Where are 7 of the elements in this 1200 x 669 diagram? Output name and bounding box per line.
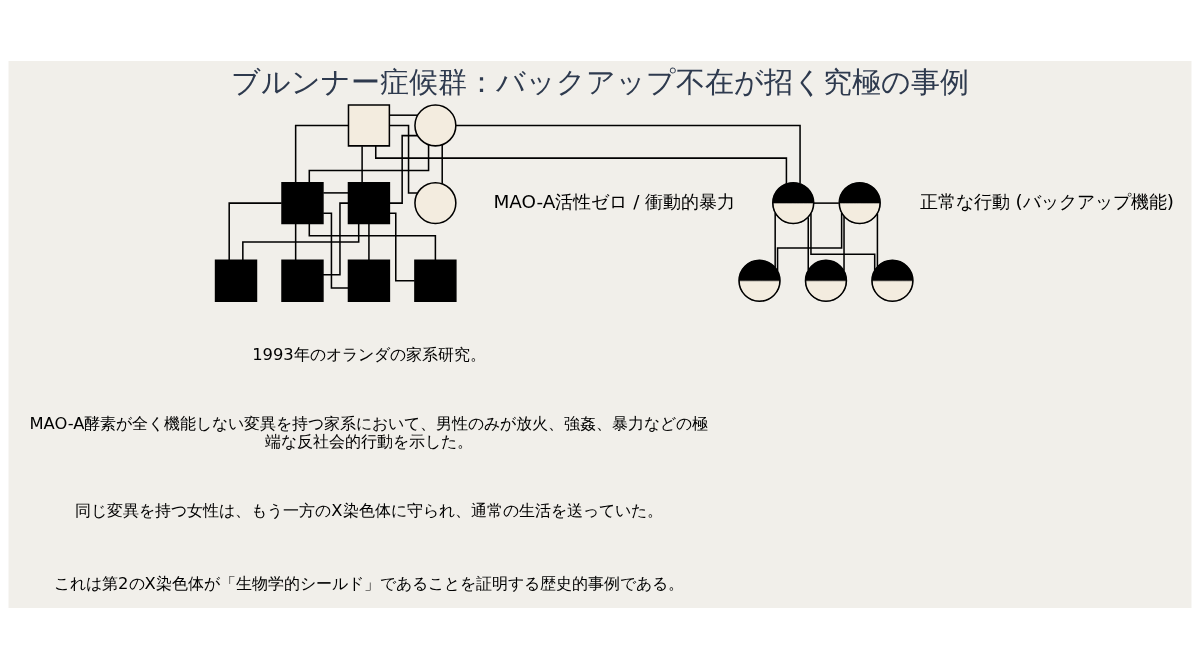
label: MAO-A活性ゼロ / 衝動的暴力 bbox=[493, 190, 736, 212]
diagram-title: ブルンナー症候群：バックアップ不在が招く究極の事例 bbox=[231, 65, 969, 100]
label: 1993年のオランダの家系研究。 bbox=[252, 345, 486, 365]
label: これは第2のX染色体が「生物学的シールド」であることを証明する歴史的事例である。 bbox=[54, 574, 684, 594]
label: MAO-A酵素が全く機能しない変異を持つ家系において、男性のみが放火、強姦、暴力などの極端な反社会的行動を示した。 bbox=[29, 413, 709, 452]
label: 同じ変異を持つ女性は、もう一方のX染色体に守られ、通常の生活を送っていた。 bbox=[75, 500, 663, 520]
label: 正常な行動 (バックアップ機能) bbox=[919, 190, 1174, 212]
